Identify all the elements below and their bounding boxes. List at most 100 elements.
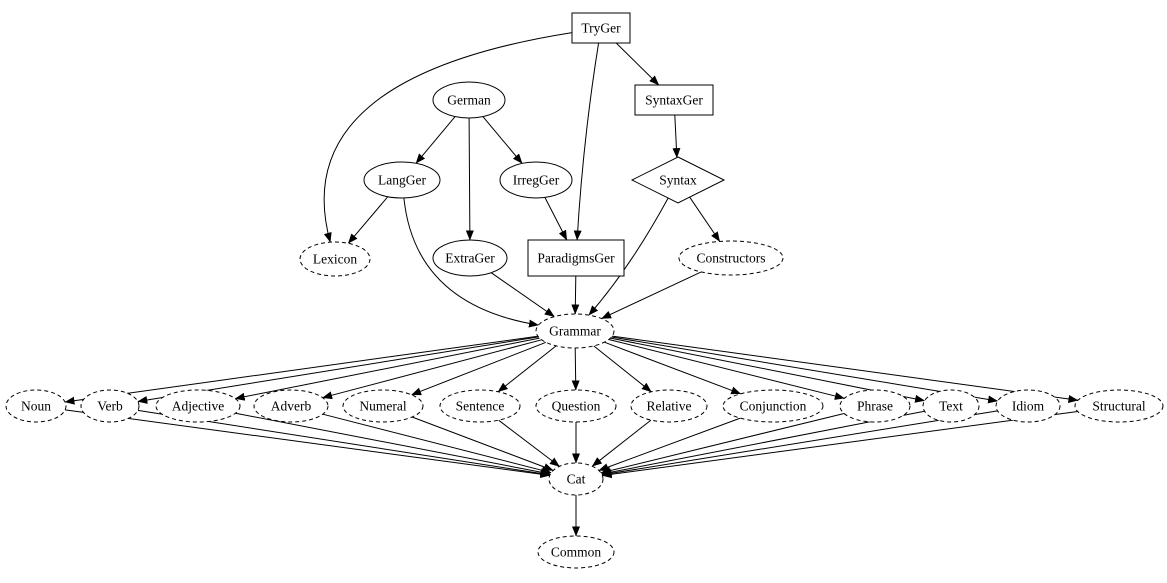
node-Cat: Cat <box>548 462 604 496</box>
node-label: Common <box>551 545 602 560</box>
node-LangGer: LangGer <box>363 161 441 199</box>
node-TryGer: TryGer <box>571 12 631 44</box>
node-label: Cat <box>567 472 586 487</box>
edge-Adverb-Cat <box>322 413 552 475</box>
ellipse-shape <box>630 389 708 423</box>
node-label: Phrase <box>857 399 893 414</box>
edge-Grammar-Question <box>571 347 580 391</box>
node-German: German <box>432 81 506 119</box>
edge-Grammar-Structural <box>612 335 1079 403</box>
node-label: ParadigmsGer <box>537 251 615 266</box>
node-label: Syntax <box>659 173 697 188</box>
node-Verb: Verb <box>80 389 140 423</box>
edge-LangGer-Lexicon <box>347 196 389 244</box>
edge-Grammar-Phrase <box>608 339 845 400</box>
ellipse-shape <box>722 389 824 423</box>
node-label: Structural <box>1092 399 1145 414</box>
edge-Relative-Cat <box>591 419 652 467</box>
edge-Phrase-Cat <box>600 413 845 475</box>
node-Relative: Relative <box>630 389 708 423</box>
ellipse-shape <box>995 389 1061 423</box>
node-Adjective: Adjective <box>155 389 241 423</box>
edge-TryGer-Lexicon <box>323 32 573 243</box>
ellipse-shape <box>922 389 980 423</box>
diamond-shape <box>630 156 726 204</box>
node-label: Lexicon <box>313 252 357 267</box>
ellipse-shape <box>548 462 604 496</box>
node-Lexicon: Lexicon <box>299 241 371 277</box>
edge-ParadigmsGer-Grammar <box>571 275 580 315</box>
node-label: Noun <box>21 399 51 414</box>
node-label: Sentence <box>456 399 505 414</box>
node-Structural: Structural <box>1074 389 1164 423</box>
node-Adverb: Adverb <box>253 389 329 423</box>
node-Syntax: Syntax <box>630 156 726 204</box>
node-label: SyntaxGer <box>645 93 703 108</box>
edge-Noun-Cat <box>65 409 551 479</box>
edge-Grammar-Numeral <box>411 341 547 396</box>
edges-layer <box>64 32 1079 537</box>
ellipse-shape <box>537 535 615 569</box>
node-label: Constructors <box>697 251 766 266</box>
edge-SyntaxGer-Syntax <box>672 114 681 159</box>
edge-Grammar-Sentence <box>497 345 557 393</box>
edge-German-IrregGer <box>482 116 523 164</box>
node-label: IrregGer <box>513 173 560 188</box>
ellipse-shape <box>5 389 67 423</box>
edge-Syntax-Grammar <box>588 197 669 316</box>
node-Noun: Noun <box>5 389 67 423</box>
edge-Structural-Cat <box>601 411 1078 479</box>
ellipse-shape <box>432 239 508 277</box>
edge-IrregGer-ParadigmsGer <box>544 197 568 241</box>
node-Constructors: Constructors <box>678 240 784 276</box>
node-Sentence: Sentence <box>439 389 521 423</box>
node-label: Adjective <box>172 399 224 414</box>
node-label: Idiom <box>1012 399 1045 414</box>
edge-Syntax-Constructors <box>689 196 721 242</box>
node-label: ExtraGer <box>445 251 495 266</box>
edge-Grammar-Noun <box>64 335 538 405</box>
edge-Constructors-Grammar <box>601 271 702 320</box>
edge-TryGer-ParadigmsGer <box>573 42 600 241</box>
node-IrregGer: IrregGer <box>499 161 573 199</box>
ellipse-shape <box>299 241 371 277</box>
node-label: Numeral <box>359 399 406 414</box>
ellipse-shape <box>253 389 329 423</box>
node-Conjunction: Conjunction <box>722 389 824 423</box>
ellipse-shape <box>80 389 140 423</box>
ellipse-shape <box>342 389 424 423</box>
node-label: German <box>447 93 491 108</box>
node-ParadigmsGer: ParadigmsGer <box>527 239 625 277</box>
ellipse-shape <box>1074 389 1164 423</box>
edge-LangGer-Grammar <box>403 197 539 328</box>
edge-German-LangGer <box>415 116 456 164</box>
node-Idiom: Idiom <box>995 389 1061 423</box>
ellipse-shape <box>839 389 911 423</box>
edge-Numeral-Cat <box>411 416 554 471</box>
edge-Grammar-Adverb <box>322 339 542 400</box>
box-shape <box>634 84 714 116</box>
ellipse-shape <box>535 313 615 349</box>
ellipse-shape <box>439 389 521 423</box>
edge-Adjective-Cat <box>235 412 551 477</box>
ellipse-shape <box>499 161 573 199</box>
node-Text: Text <box>922 389 980 423</box>
node-label: Grammar <box>549 324 601 339</box>
node-ExtraGer: ExtraGer <box>432 239 508 277</box>
node-label: Conjunction <box>740 399 807 414</box>
node-Phrase: Phrase <box>839 389 911 423</box>
ellipse-shape <box>432 81 506 119</box>
edge-Idiom-Cat <box>601 410 998 478</box>
node-Question: Question <box>535 389 617 423</box>
edge-Grammar-Conjunction <box>604 341 742 395</box>
ellipse-shape <box>155 389 241 423</box>
node-label: Adverb <box>271 399 312 414</box>
node-label: Verb <box>97 399 123 414</box>
ellipse-shape <box>363 161 441 199</box>
edge-Conjunction-Cat <box>598 417 741 471</box>
node-Grammar: Grammar <box>535 313 615 349</box>
node-label: Relative <box>647 399 692 414</box>
